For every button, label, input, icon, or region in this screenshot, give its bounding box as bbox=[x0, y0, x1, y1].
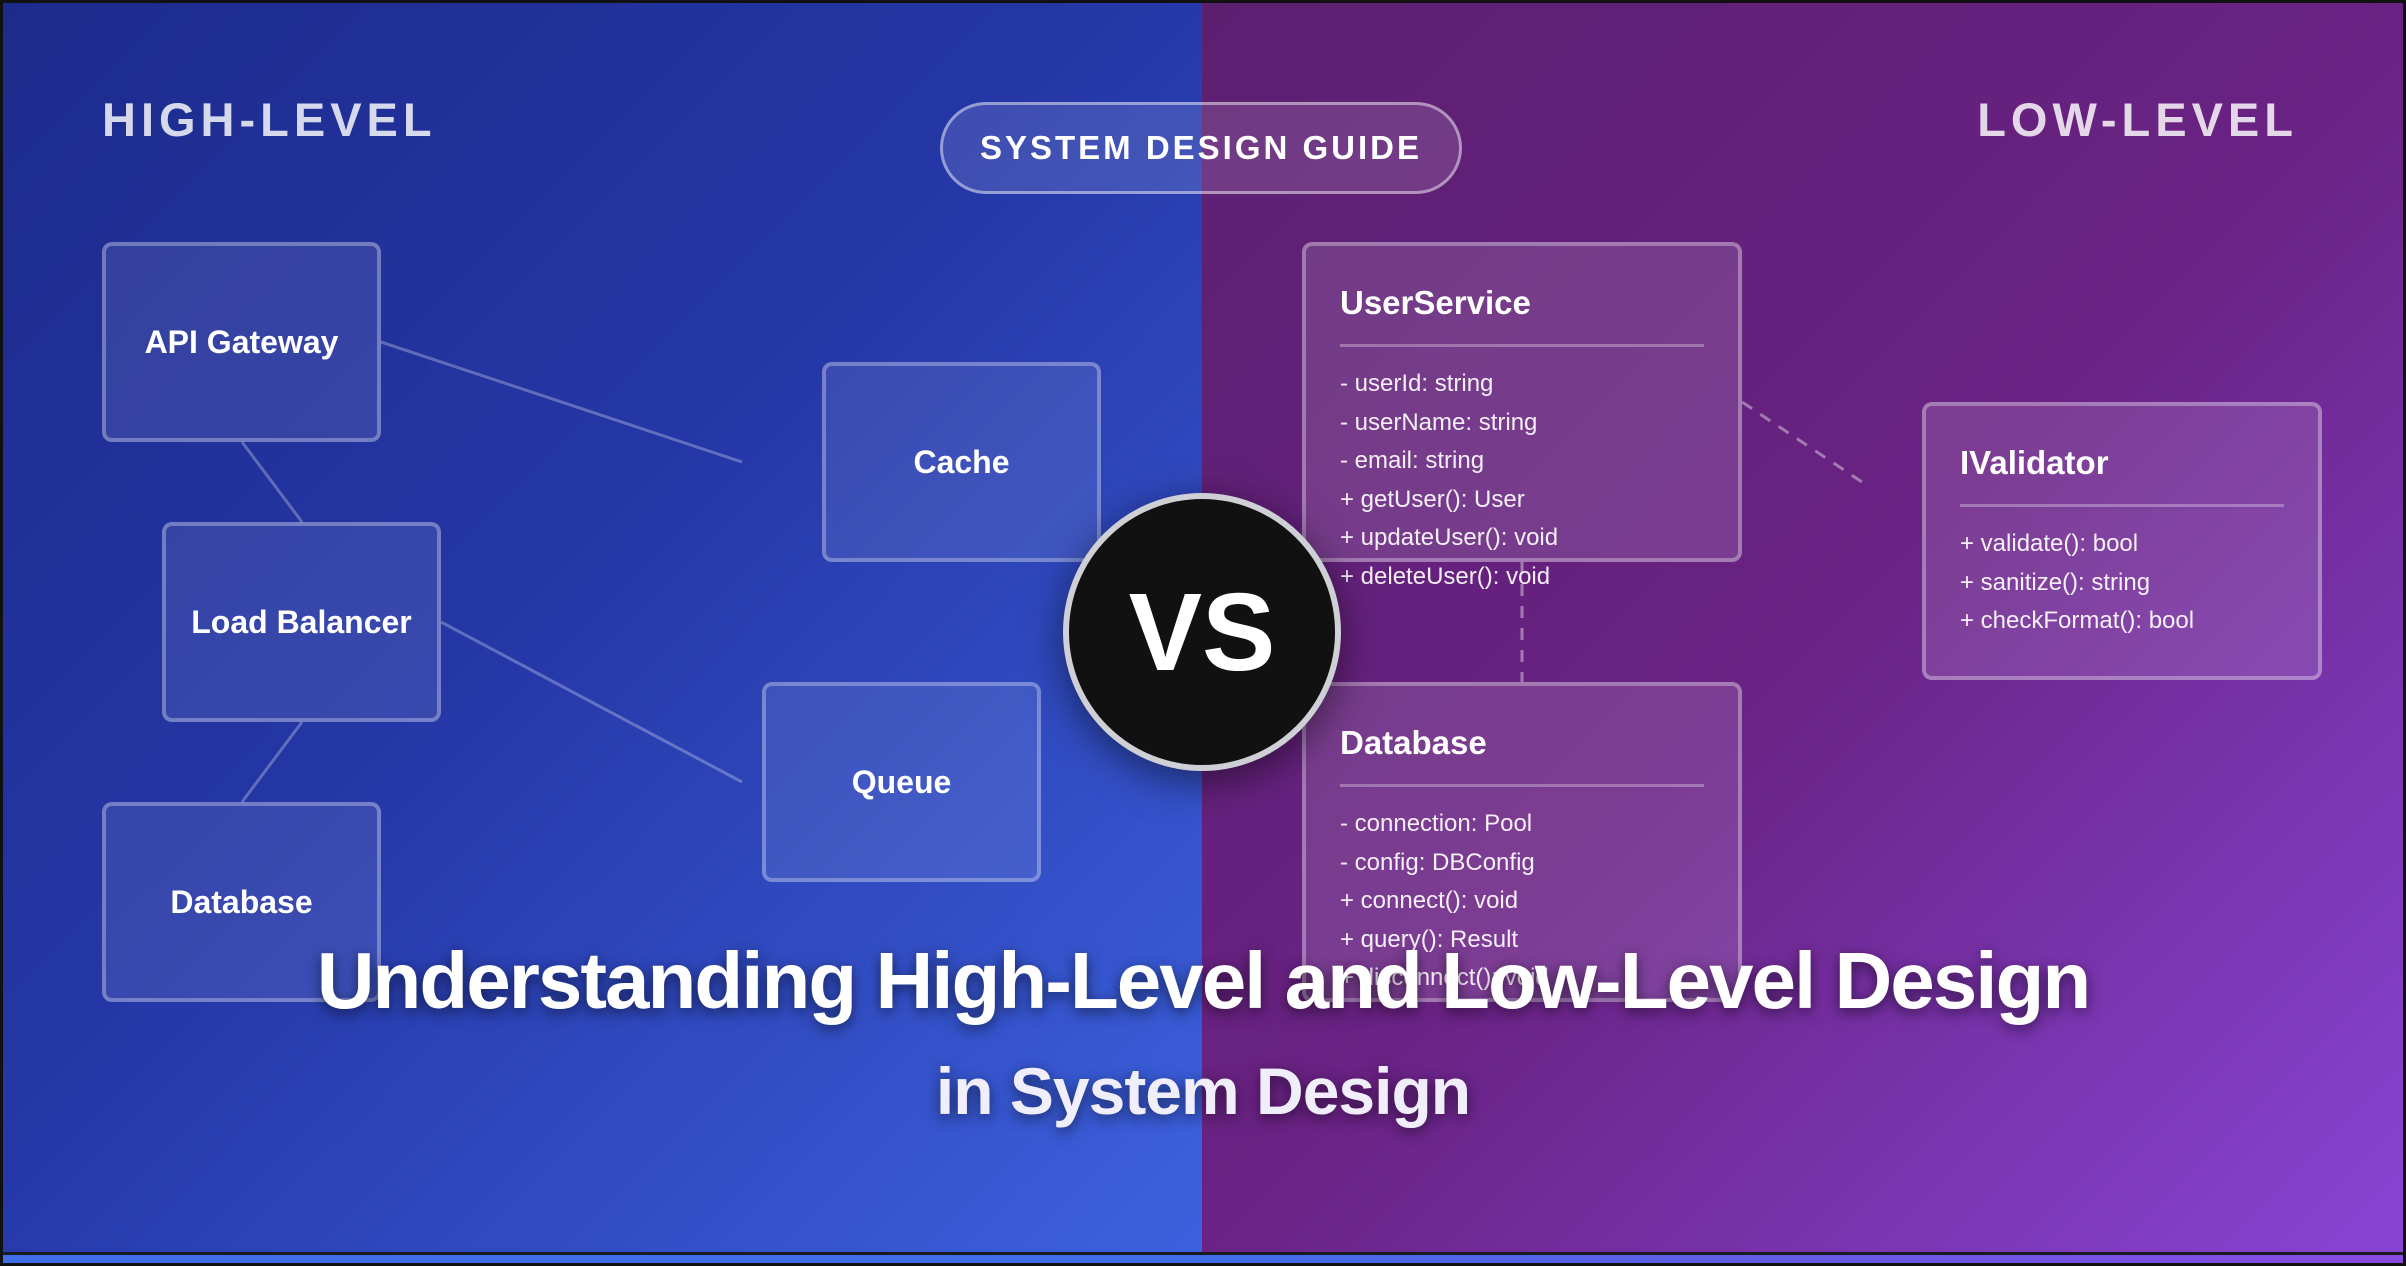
vs-badge: VS bbox=[1063, 493, 1341, 771]
system-design-guide-badge: SYSTEM DESIGN GUIDE bbox=[940, 102, 1462, 194]
class-member: + updateUser(): void bbox=[1340, 524, 1559, 551]
link-lb-queue bbox=[440, 620, 743, 784]
link-user-validator-dashed bbox=[1741, 400, 1863, 484]
class-member: + connect(): void bbox=[1340, 887, 1519, 914]
high-level-panel bbox=[0, 0, 1202, 1266]
load-balancer-node: Load Balancer bbox=[162, 522, 441, 722]
ivalidator-interface: IValidator + validate(): bool + sanitize… bbox=[1922, 402, 2322, 680]
bottom-accent-bar bbox=[0, 1252, 2406, 1266]
link-api-lb bbox=[240, 441, 304, 523]
link-api-cache bbox=[380, 340, 743, 464]
main-title: Understanding High-Level and Low-Level D… bbox=[316, 936, 2091, 1025]
database-class: Database - connection: Pool - config: DB… bbox=[1302, 682, 1742, 1002]
class-member: + validate(): bool bbox=[1960, 530, 2139, 557]
high-level-label: HIGH-LEVEL bbox=[102, 93, 437, 146]
database-node: Database bbox=[102, 802, 381, 1002]
class-member: + deleteUser(): void bbox=[1340, 562, 1551, 590]
class-member: - email: string bbox=[1340, 447, 1485, 474]
class-member: - config: DBConfig bbox=[1340, 848, 1535, 876]
low-level-panel bbox=[1202, 0, 2406, 1266]
class-member: + checkFormat(): bool bbox=[1960, 607, 2195, 634]
class-member: + sanitize(): string bbox=[1960, 568, 2151, 596]
class-member: - connection: Pool bbox=[1340, 810, 1533, 837]
class-name: IValidator bbox=[1960, 444, 2284, 507]
queue-node: Queue bbox=[762, 682, 1041, 882]
class-member: + disconnect(): void bbox=[1340, 964, 1549, 991]
low-level-label: LOW-LEVEL bbox=[1977, 93, 2298, 146]
subtitle: in System Design bbox=[935, 1054, 1471, 1128]
class-name: Database bbox=[1340, 724, 1704, 787]
class-member: + query(): Result bbox=[1340, 925, 1519, 953]
cache-node: Cache bbox=[822, 362, 1101, 562]
api-gateway-node: API Gateway bbox=[102, 242, 381, 442]
link-lb-db bbox=[240, 721, 304, 803]
class-member: - userName: string bbox=[1340, 408, 1538, 436]
class-name: UserService bbox=[1340, 284, 1704, 347]
class-member: - userId: string bbox=[1340, 370, 1494, 397]
class-member: + getUser(): User bbox=[1340, 485, 1525, 513]
userservice-class: UserService - userId: string - userName:… bbox=[1302, 242, 1742, 590]
